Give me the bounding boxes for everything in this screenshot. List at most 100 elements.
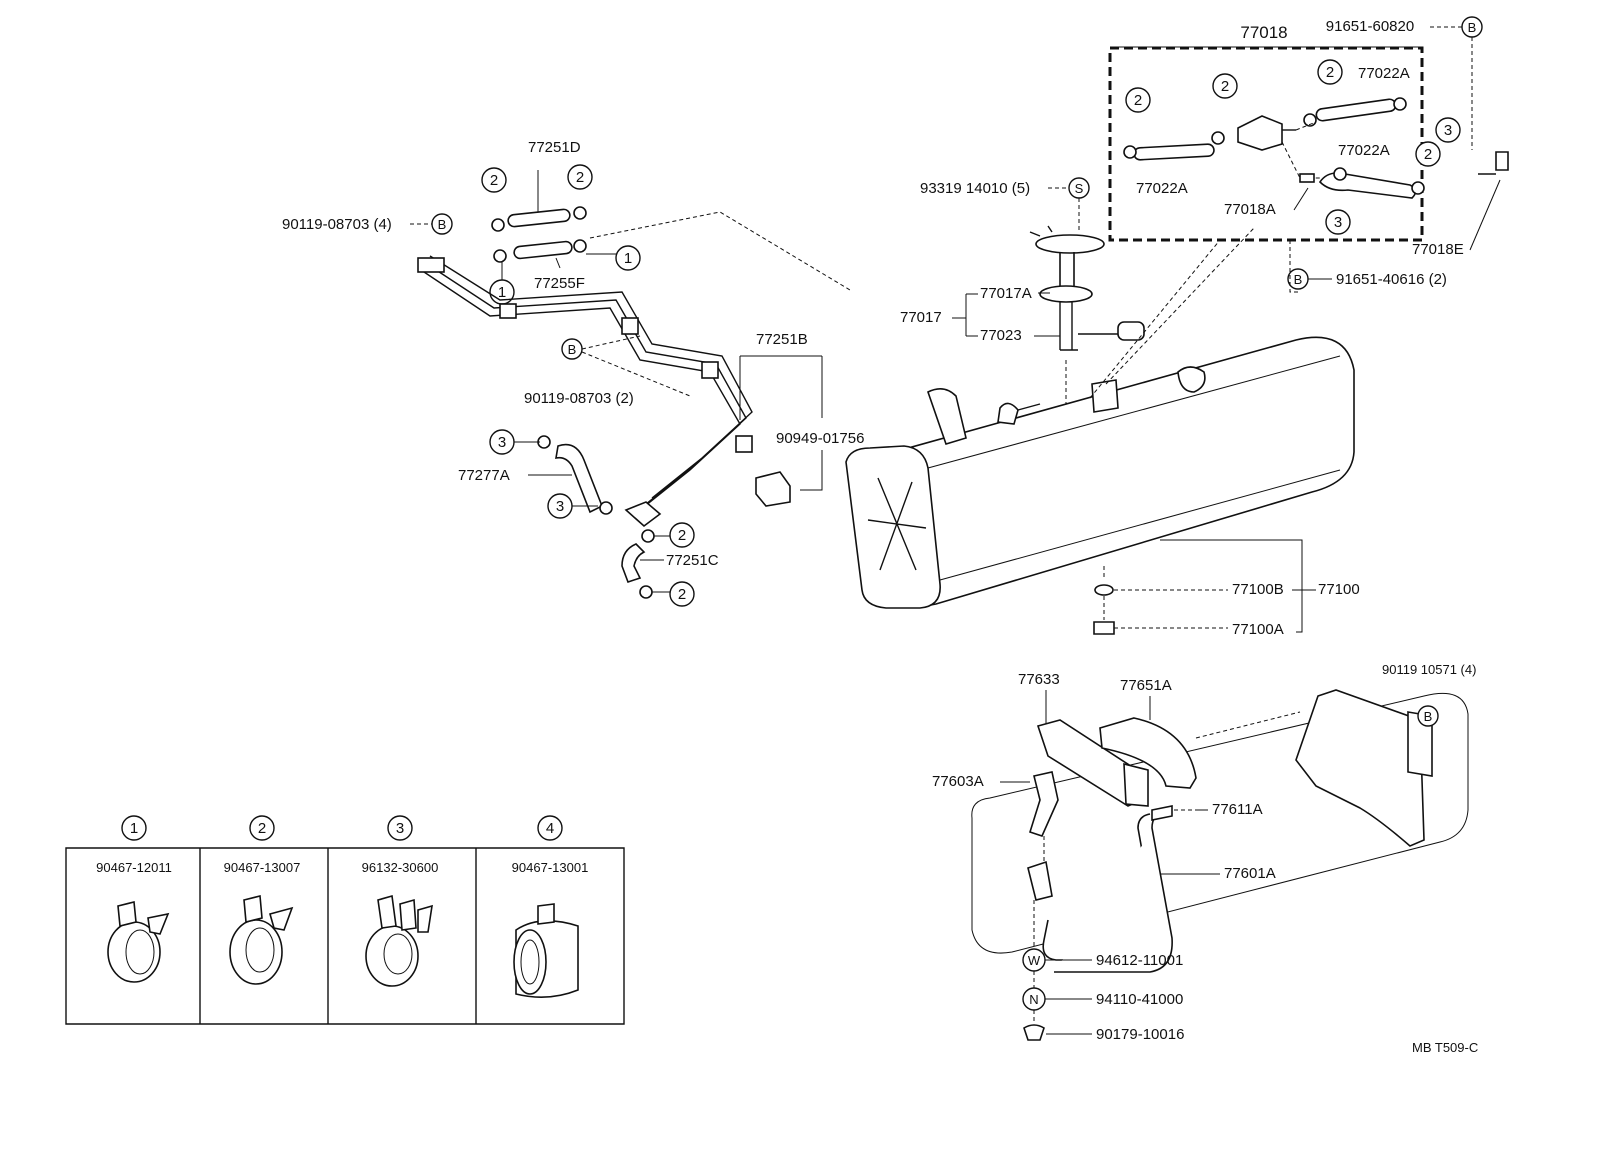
pipe-clamp [417, 257, 445, 273]
hose-77277a [555, 443, 604, 514]
svg-text:1: 1 [498, 284, 506, 301]
clamp-icon [639, 585, 653, 599]
sender-mid-flange [1039, 285, 1093, 303]
clamp-icon [641, 529, 655, 543]
strap-rear [1295, 689, 1425, 847]
tank-straps: 90119 10571 (4) B 77633 77651A 77603A 77… [932, 662, 1478, 1055]
assembly-77018: 77018 91651-60820 B 2 2 2 3 2 [1108, 16, 1509, 293]
svg-text:3: 3 [1444, 122, 1452, 139]
drain-plug-77100a [1093, 621, 1115, 635]
clamp-icon [573, 239, 587, 253]
label-94110-41000: 94110-41000 [1096, 991, 1183, 1008]
label-91651-60820: 91651-60820 [1326, 18, 1414, 35]
svg-text:4: 4 [546, 820, 554, 837]
hose-77022a-left [1133, 143, 1215, 161]
label-77100a: 77100A [1232, 621, 1284, 638]
clamp-part-2: 90467-13007 [224, 860, 301, 875]
label-91651-40616: 91651-40616 (2) [1336, 271, 1447, 288]
hose-77255f [513, 240, 573, 260]
tank-outline-ghost [971, 692, 1469, 954]
svg-text:N: N [1029, 992, 1038, 1007]
svg-text:3: 3 [556, 498, 564, 515]
hose-77251c [621, 543, 646, 584]
strap-end [1027, 860, 1053, 901]
label-77651a: 77651A [1120, 677, 1172, 694]
valve-mount [1091, 379, 1119, 413]
svg-text:3: 3 [1334, 214, 1342, 231]
label-94612-11001: 94612-11001 [1096, 952, 1183, 969]
label-90119-08703-2: 90119-08703 (2) [524, 390, 634, 407]
sender-gauge-77017: 93319 14010 (5) S 77017 77017A 77023 [900, 177, 1145, 432]
svg-text:B: B [1294, 272, 1303, 287]
strap-bolt-77603a [1029, 771, 1059, 837]
svg-text:B: B [438, 217, 447, 232]
svg-text:2: 2 [490, 172, 498, 189]
tank-fitting [997, 402, 1019, 425]
svg-text:3: 3 [498, 434, 506, 451]
clip-90949-icon [755, 471, 791, 507]
label-77633: 77633 [1018, 671, 1060, 688]
fuel-tank-end [845, 445, 941, 609]
label-77603a: 77603A [932, 773, 984, 790]
label-90949-01756: 90949-01756 [776, 430, 864, 447]
label-77017: 77017 [900, 309, 942, 326]
label-77251b: 77251B [756, 331, 808, 348]
pipe-joint [624, 501, 662, 528]
gasket-77100b [1094, 584, 1114, 596]
svg-text:2: 2 [1424, 146, 1432, 163]
svg-text:2: 2 [576, 169, 584, 186]
fuel-tank-77100: 77100B 77100 77100A [845, 227, 1360, 638]
hose-77022a-top-right [1315, 98, 1397, 122]
sender-flange [1035, 234, 1105, 254]
clamp-icon [573, 206, 587, 220]
svg-text:1: 1 [130, 820, 138, 837]
nut-90179-icon [1023, 1024, 1045, 1041]
label-77100: 77100 [1318, 581, 1360, 598]
clamp-table-frame [65, 847, 625, 1025]
clamp-col-1: 1 90467-12011 [96, 815, 172, 983]
label-77277a: 77277A [458, 467, 510, 484]
label-90179-10016: 90179-10016 [1096, 1026, 1184, 1043]
label-77022a-mid: 77022A [1338, 142, 1390, 159]
clamp-icon [491, 218, 505, 232]
fuel-pipe-vent [429, 255, 753, 499]
label-77022a-left: 77022A [1136, 180, 1188, 197]
filler-neck [927, 388, 967, 445]
label-77251d: 77251D [528, 139, 581, 156]
clamp-table: 1 90467-12011 2 90467-13007 3 96132-3060… [65, 815, 625, 1025]
clamp-icon [1303, 113, 1317, 127]
label-90119-08703-4: 90119-08703 (4) [282, 216, 392, 233]
svg-text:B: B [568, 342, 577, 357]
clamp-col-4: 4 90467-13001 [512, 815, 589, 998]
label-90119-10571: 90119 10571 (4) [1382, 662, 1476, 677]
svg-text:B: B [1424, 709, 1433, 724]
pipe-clamp [735, 435, 753, 453]
svg-text:2: 2 [678, 586, 686, 603]
float-77023-icon [1117, 321, 1145, 341]
clamp-icon [1211, 131, 1225, 145]
label-77601a: 77601A [1224, 865, 1276, 882]
clamp-icon [1411, 181, 1425, 195]
label-77100b: 77100B [1232, 581, 1284, 598]
vent-valve-icon [1237, 115, 1283, 151]
label-93319-14010: 93319 14010 (5) [920, 180, 1030, 197]
clamp-part-4: 90467-13001 [512, 860, 589, 875]
tank-vent-ring [1177, 366, 1206, 393]
tank-end-x-rib [867, 477, 927, 571]
svg-text:3: 3 [396, 820, 404, 837]
svg-text:2: 2 [1326, 64, 1334, 81]
clamp-col-3: 3 96132-30600 [362, 815, 439, 987]
clamp-icon [493, 249, 507, 263]
label-77022a-top: 77022A [1358, 65, 1410, 82]
clamp-part-3: 96132-30600 [362, 860, 439, 875]
svg-text:2: 2 [1134, 92, 1142, 109]
svg-text:W: W [1028, 953, 1041, 968]
svg-text:S: S [1075, 181, 1084, 196]
clamp-icon [1333, 167, 1347, 181]
label-77023: 77023 [980, 327, 1022, 344]
fuel-lines: 77251D 77255F 2 2 1 1 90119-08703 (4) B [282, 139, 864, 607]
svg-text:1: 1 [624, 250, 632, 267]
pipe-clamp [701, 361, 719, 379]
svg-text:B: B [1468, 20, 1477, 35]
